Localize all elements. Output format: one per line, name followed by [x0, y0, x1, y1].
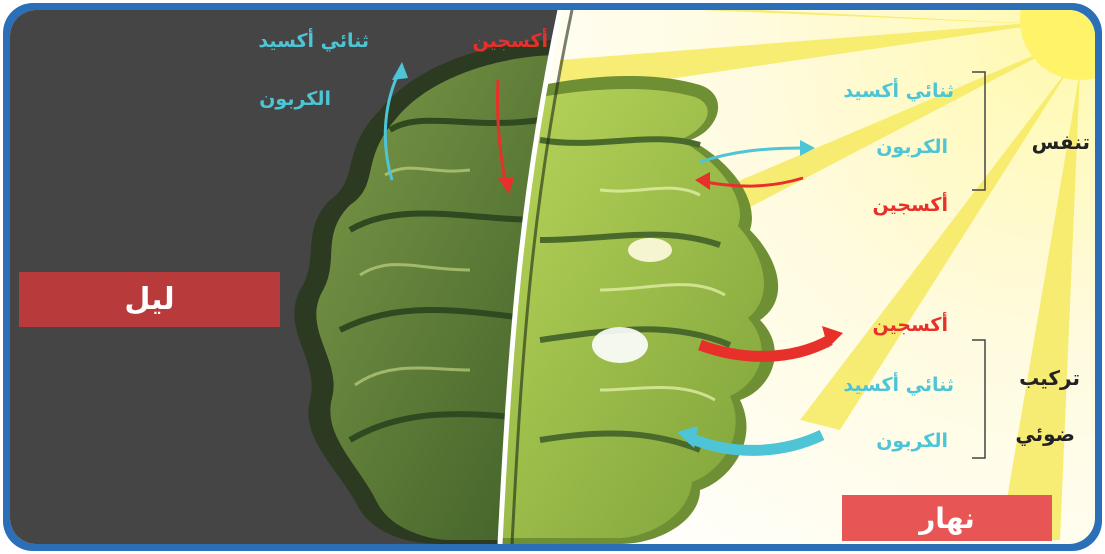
day-banner: نهار	[842, 495, 1052, 541]
photosynthesis-label-line2: ضوئي	[1015, 424, 1075, 444]
photosynthesis-co2-label-line1: ثنائي أكسيد	[843, 376, 954, 395]
day-banner-label: نهار	[919, 502, 975, 535]
respiration-co2-label-line1: ثنائي أكسيد	[843, 82, 954, 101]
respiration-co2-label-line2: الكربون	[876, 138, 948, 157]
night-banner-label: ليل	[124, 282, 174, 317]
photosynthesis-label-line1: تركيب	[1019, 368, 1080, 388]
night-oxygen-label: أكسجين	[473, 32, 548, 51]
night-co2-label-line1: ثنائي أكسيد	[258, 32, 369, 51]
night-co2-label-line2: الكربون	[259, 90, 331, 109]
photosynthesis-oxygen-label: أكسجين	[873, 316, 948, 335]
photosynthesis-co2-label-line2: الكربون	[876, 432, 948, 451]
night-banner: ليل	[19, 272, 280, 327]
respiration-label: تنفس	[1032, 132, 1090, 152]
respiration-oxygen-label: أكسجين	[873, 196, 948, 215]
